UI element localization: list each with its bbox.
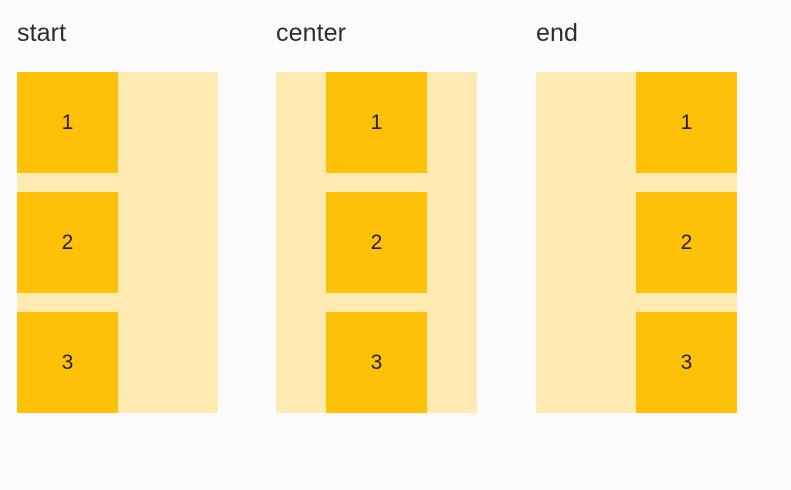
panel-label-center: center — [276, 19, 347, 47]
flex-item: 2 — [636, 192, 737, 293]
flex-item: 3 — [17, 312, 118, 413]
flex-item: 1 — [326, 72, 427, 173]
flex-item: 2 — [326, 192, 427, 293]
flex-item: 3 — [636, 312, 737, 413]
flex-item: 3 — [326, 312, 427, 413]
panel-label-end: end — [536, 19, 579, 47]
flex-item: 2 — [17, 192, 118, 293]
flex-container-end: 1 2 3 — [536, 72, 737, 413]
flex-container-center: 1 2 3 — [276, 72, 477, 413]
flex-item: 1 — [636, 72, 737, 173]
panel-label-start: start — [17, 19, 67, 47]
flex-item: 1 — [17, 72, 118, 173]
flex-container-start: 1 2 3 — [17, 72, 218, 413]
